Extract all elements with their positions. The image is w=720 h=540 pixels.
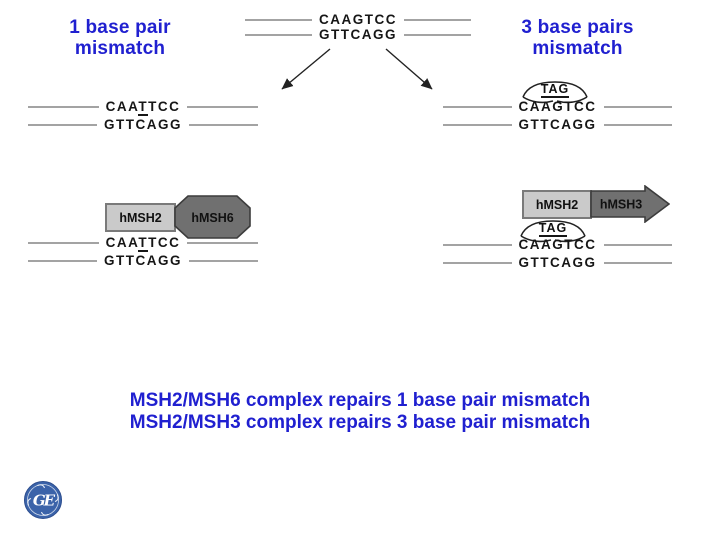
dna-line	[443, 261, 512, 264]
dna-strand-bottom: GTTCAGG	[443, 255, 672, 270]
loop-label: TAG	[538, 221, 568, 237]
hmsh6-label: hMSH6	[191, 211, 233, 225]
dna-line	[187, 105, 258, 108]
label-3bp-mismatch: 3 base pairs mismatch	[495, 17, 660, 59]
dna-strand-top: CAATTCC	[28, 235, 258, 252]
hmsh6-octagon: hMSH6	[174, 195, 251, 239]
mismatch-duplex-left: CAATTCC GTTCAGG	[28, 99, 258, 132]
insertion-duplex-right: CAAGTCC GTTCAGG	[443, 99, 672, 132]
caption-line-1: MSH2/MSH6 complex repairs 1 base pair mi…	[129, 390, 591, 411]
dna-sequence-top: CAAGTCC	[518, 237, 597, 252]
dna-line	[603, 261, 672, 264]
dna-line	[603, 123, 672, 126]
dna-strand-top: CAATTCC	[28, 99, 258, 116]
seq-prefix: CAA	[105, 99, 139, 114]
dna-line	[28, 259, 97, 262]
hmsh3-arrow: hMSH3	[590, 185, 670, 223]
dna-line	[603, 243, 672, 246]
hmsh2-box-right: hMSH2	[522, 190, 592, 219]
insertion-loop-curve	[520, 220, 586, 243]
dna-line	[443, 243, 512, 246]
ge-monogram: GE	[33, 492, 56, 510]
dna-line	[189, 259, 258, 262]
dna-sequence-top: CAATTCC	[99, 235, 188, 252]
hmsh3-label: hMSH3	[600, 198, 642, 212]
label-1bp-line1: 1 base pair	[69, 17, 171, 38]
dna-sequence-bottom: GTTCAGG	[518, 255, 597, 270]
dna-line	[28, 123, 97, 126]
dna-line	[404, 33, 471, 36]
dna-sequence-top: CAAGTCC	[518, 99, 597, 114]
mismatch-base: T	[138, 99, 149, 116]
dna-strand-bottom: GTTCAGG	[245, 27, 471, 42]
mismatch-base: T	[138, 235, 149, 252]
dna-line	[603, 105, 672, 108]
dna-sequence-bottom: GTTCAGG	[518, 117, 597, 132]
dna-sequence-top: CAAGTCC	[319, 12, 397, 27]
loop-label: TAG	[540, 82, 570, 98]
seq-suffix: TCC	[148, 99, 181, 114]
tag-loop-upper: TAG	[521, 80, 589, 105]
insertion-duplex-lower-right: CAAGTCC GTTCAGG	[443, 237, 672, 270]
dna-sequence-top: CAATTCC	[99, 99, 188, 116]
dna-line	[443, 105, 512, 108]
dna-sequence-bottom: GTTCAGG	[319, 27, 397, 42]
label-3bp-line2: mismatch	[532, 38, 623, 59]
dna-line	[28, 105, 99, 108]
dna-line	[187, 241, 258, 244]
seq-suffix: TCC	[148, 235, 181, 250]
hmsh2-box-left: hMSH2	[105, 203, 176, 232]
dna-strand-top: CAAGTCC	[443, 99, 672, 114]
dna-strand-bottom: GTTCAGG	[28, 117, 258, 132]
mismatch-duplex-lower-left: CAATTCC GTTCAGG	[28, 235, 258, 268]
dna-line	[443, 123, 512, 126]
dna-sequence-bottom: GTTCAGG	[104, 117, 182, 132]
label-3bp-line1: 3 base pairs	[521, 17, 634, 38]
caption: MSH2/MSH6 complex repairs 1 base pair mi…	[0, 390, 720, 433]
dna-sequence-bottom: GTTCAGG	[104, 253, 182, 268]
branch-arrow-left	[281, 48, 331, 90]
ge-logo: GE	[24, 481, 62, 519]
dna-line	[28, 241, 99, 244]
insertion-loop-curve	[522, 81, 588, 104]
top-duplex: CAAGTCC GTTCAGG	[245, 12, 471, 42]
branch-arrow-right	[385, 48, 433, 90]
dna-line	[245, 33, 312, 36]
label-1bp-line2: mismatch	[74, 38, 166, 59]
tag-loop-lower: TAG	[519, 219, 587, 244]
dna-strand-bottom: GTTCAGG	[28, 253, 258, 268]
dna-strand-bottom: GTTCAGG	[443, 117, 672, 132]
caption-line-2: MSH2/MSH3 complex repairs 3 base pair mi…	[129, 411, 591, 433]
dna-strand-top: CAAGTCC	[245, 12, 471, 27]
dna-strand-top: CAAGTCC	[443, 237, 672, 252]
dna-line	[245, 18, 312, 21]
seq-prefix: CAA	[105, 235, 139, 250]
label-1bp-mismatch: 1 base pair mismatch	[40, 17, 200, 59]
dna-line	[189, 123, 258, 126]
dna-line	[404, 18, 471, 21]
